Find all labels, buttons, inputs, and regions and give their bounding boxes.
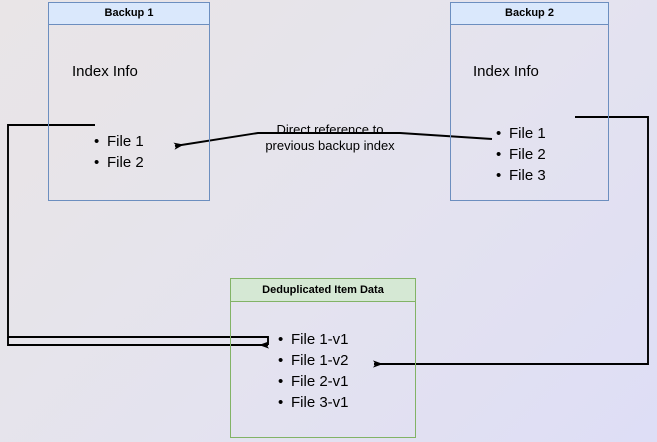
node-deduplicated-item-data[interactable]: Deduplicated Item Data File 1-v1 File 1-…: [230, 278, 416, 438]
node-dedup-body: File 1-v1 File 1-v2 File 2-v1 File 3-v1: [231, 302, 415, 437]
list-item: File 1-v2: [278, 350, 348, 371]
edge-label-direct-reference: Direct reference to previous backup inde…: [265, 122, 395, 153]
backup-2-index-info-label: Index Info: [473, 63, 539, 80]
backup-1-index-info-label: Index Info: [72, 63, 138, 80]
node-backup-2[interactable]: Backup 2 Index Info File 1 File 2 File 3: [450, 2, 609, 201]
node-backup-1-header: Backup 1: [49, 3, 209, 25]
list-item: File 3-v1: [278, 392, 348, 413]
list-item: File 1-v1: [278, 329, 348, 350]
list-item: File 2: [496, 144, 546, 165]
backup-1-file-list: File 1 File 2: [93, 131, 144, 173]
dedup-file-list: File 1-v1 File 1-v2 File 2-v1 File 3-v1: [277, 329, 348, 413]
node-dedup-header: Deduplicated Item Data: [231, 279, 415, 302]
list-item: File 3: [496, 165, 546, 186]
list-item: File 1: [496, 123, 546, 144]
node-backup-2-body: Index Info File 1 File 2 File 3: [451, 25, 608, 200]
list-item: File 2: [94, 152, 144, 173]
node-backup-1[interactable]: Backup 1 Index Info File 1 File 2: [48, 2, 210, 201]
node-backup-1-body: Index Info File 1 File 2: [49, 25, 209, 200]
list-item: File 1: [94, 131, 144, 152]
list-item: File 2-v1: [278, 371, 348, 392]
node-backup-2-header: Backup 2: [451, 3, 608, 25]
backup-2-file-list: File 1 File 2 File 3: [495, 123, 546, 186]
